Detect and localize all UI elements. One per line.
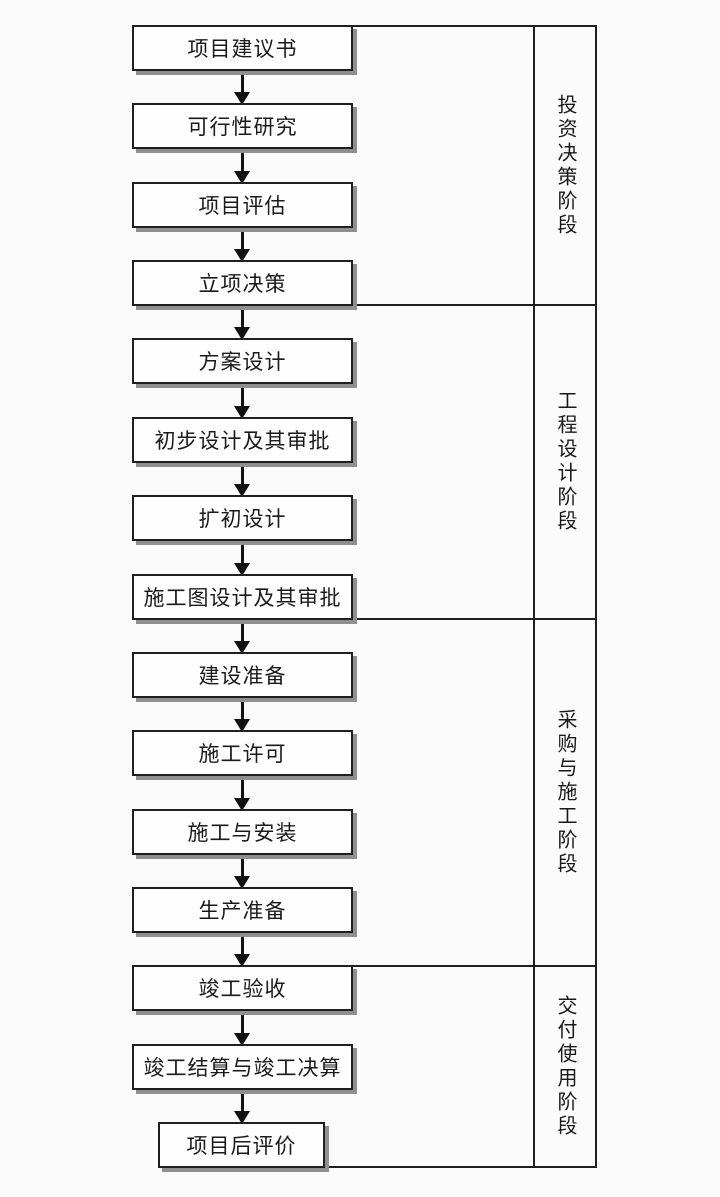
phase-cell-3: 采购与施工阶段: [533, 620, 597, 965]
flow-step-box-1: 项目建议书: [132, 25, 353, 71]
flow-arrow-head: [234, 1111, 250, 1124]
flow-arrow-head: [234, 249, 250, 262]
phase-divider-line-1: [349, 25, 597, 27]
phase-column-left-edge: [533, 25, 535, 1168]
flow-arrow-stem: [241, 696, 244, 722]
flow-step-box-6: 初步设计及其审批: [132, 417, 353, 463]
flow-arrow-stem: [241, 304, 244, 330]
flow-step-box-13: 竣工验收: [132, 965, 353, 1011]
flow-arrow-stem: [241, 539, 244, 566]
flow-step-box-3: 项目评估: [132, 182, 353, 228]
flow-arrow-stem: [241, 1088, 244, 1114]
flow-arrow-head: [234, 563, 250, 576]
flow-step-box-4: 立项决策: [132, 260, 353, 306]
flow-arrow-stem: [241, 774, 244, 801]
flow-step-box-8: 施工图设计及其审批: [132, 574, 353, 620]
flow-arrow-head: [234, 719, 250, 732]
flow-arrow-stem: [241, 461, 244, 487]
flow-arrow-stem: [241, 1009, 244, 1036]
flow-step-box-10: 施工许可: [132, 730, 353, 776]
flow-arrow-stem: [241, 69, 244, 95]
flow-step-box-15: 项目后评价: [158, 1122, 325, 1168]
flow-arrow-head: [234, 954, 250, 967]
flow-arrow-head: [234, 876, 250, 889]
flow-arrow-head: [234, 92, 250, 105]
phase-cell-1: 投资决策阶段: [533, 27, 597, 304]
flow-arrow-head: [234, 484, 250, 497]
phase-divider-line-2: [349, 304, 597, 306]
flow-step-box-2: 可行性研究: [132, 103, 353, 149]
phase-cell-4: 交付使用阶段: [533, 967, 597, 1166]
flow-step-box-11: 施工与安装: [132, 809, 353, 855]
flow-arrow-head: [234, 1033, 250, 1046]
flow-arrow-stem: [241, 147, 244, 174]
flow-arrow-stem: [241, 931, 244, 957]
flow-arrow-stem: [241, 853, 244, 879]
flow-arrow-head: [234, 406, 250, 419]
phase-label: 采购与施工阶段: [554, 708, 576, 877]
flow-arrow-head: [234, 171, 250, 184]
phase-divider-line-3: [349, 618, 597, 620]
phase-divider-line-4: [349, 965, 597, 967]
phase-label: 工程设计阶段: [554, 390, 576, 534]
flow-step-box-9: 建设准备: [132, 652, 353, 698]
phase-column-right-edge: [595, 25, 597, 1168]
flow-step-box-12: 生产准备: [132, 887, 353, 933]
flow-step-box-5: 方案设计: [132, 338, 353, 384]
phase-divider-line-5: [321, 1166, 597, 1168]
flow-arrow-stem: [241, 226, 244, 252]
flow-arrow-stem: [241, 618, 244, 644]
phase-label: 投资决策阶段: [554, 93, 576, 238]
phase-cell-2: 工程设计阶段: [533, 306, 597, 618]
flow-arrow-head: [234, 798, 250, 811]
flow-step-box-14: 竣工结算与竣工决算: [132, 1044, 353, 1090]
flow-arrow-head: [234, 641, 250, 654]
flow-arrow-head: [234, 327, 250, 340]
phase-label: 交付使用阶段: [554, 994, 576, 1139]
flow-arrow-stem: [241, 382, 244, 409]
flow-step-box-7: 扩初设计: [132, 495, 353, 541]
